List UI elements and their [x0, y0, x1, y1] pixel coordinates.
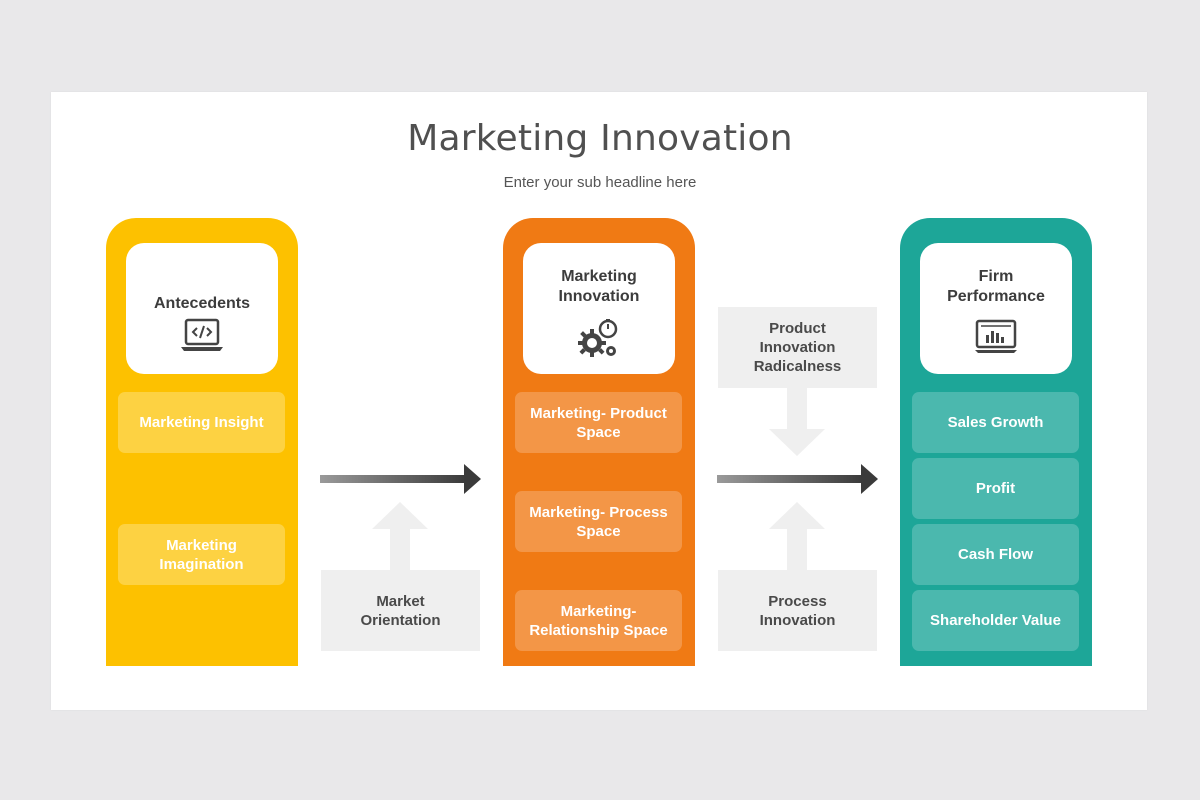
performance-item-1: Sales Growth — [912, 392, 1079, 453]
antecedents-card: Antecedents — [126, 243, 278, 374]
performance-item-4: Shareholder Value — [912, 590, 1079, 651]
column-antecedents: Antecedents Marketing Insight Marketing … — [106, 218, 298, 666]
right-arrow-2 — [717, 464, 878, 494]
page-title: Marketing Innovation — [407, 118, 793, 159]
performance-item-3: Cash Flow — [912, 524, 1079, 585]
right-arrow-1 — [320, 464, 481, 494]
antecedent-item-2: Marketing Imagination — [118, 524, 285, 585]
up-arrow-process-innovation — [769, 502, 825, 570]
antecedent-item-1: Marketing Insight — [118, 392, 285, 453]
gears-stopwatch-icon — [578, 319, 618, 357]
code-laptop-icon — [181, 318, 223, 351]
up-arrow-market-orientation — [372, 502, 428, 570]
down-arrow-radicalness — [769, 388, 825, 456]
antecedents-title: Antecedents — [153, 295, 251, 312]
innovation-item-3: Marketing-Relationship Space — [515, 590, 682, 651]
page-subtitle: Enter your sub headline here — [503, 174, 697, 191]
chart-monitor-icon — [975, 319, 1017, 353]
performance-item-2: Profit — [912, 458, 1079, 519]
